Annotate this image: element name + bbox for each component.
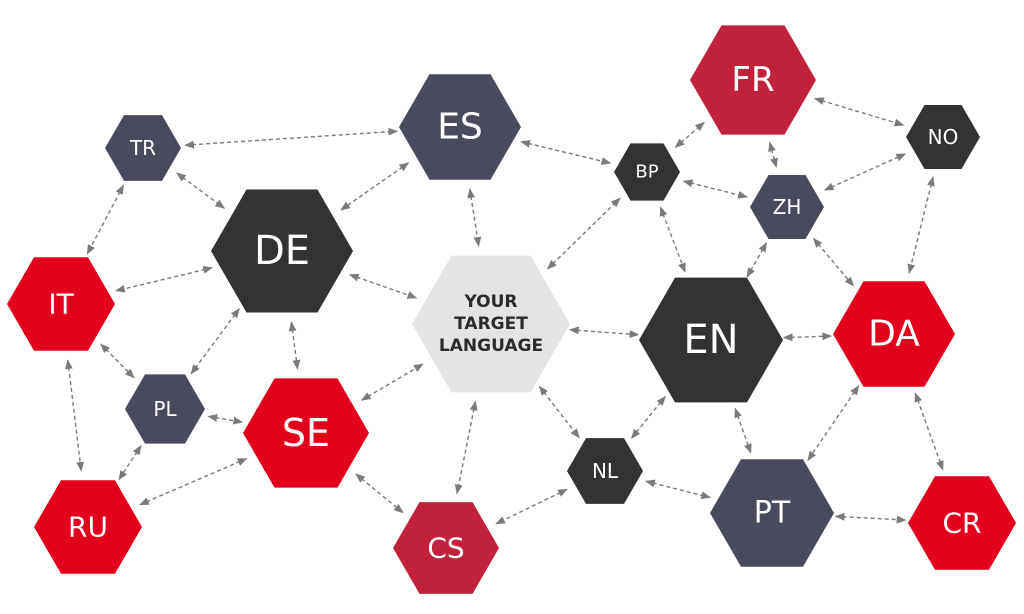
node-label: ES [437, 107, 483, 148]
hexagon-shape [833, 281, 955, 387]
arrow-it-ru [64, 359, 85, 472]
hexagon-shape [34, 480, 142, 574]
arrow-es-de [340, 162, 410, 211]
node-label: IT [48, 288, 74, 321]
hexagon-shape [908, 476, 1016, 570]
node-it: IT [7, 257, 115, 351]
node-label: SE [282, 411, 330, 455]
arrow-zh-en [746, 242, 768, 278]
arrow-tr-it [86, 184, 124, 255]
arrow-target-nl [538, 385, 580, 439]
node-label: YOUR [463, 292, 517, 312]
node-cs: CS [393, 502, 499, 594]
hexagon-shape [412, 255, 570, 393]
hexagon-shape [614, 143, 680, 201]
arrow-zh-no [823, 153, 907, 191]
hexagon-shape [105, 115, 181, 181]
arrow-se-cs [355, 473, 404, 514]
node-ru: RU [34, 480, 142, 574]
node-zh: ZH [750, 175, 824, 239]
arrow-da-pt [807, 385, 860, 462]
node-es: ES [399, 74, 521, 180]
arrow-nl-cs [495, 488, 568, 525]
hexagon-shape [243, 378, 369, 488]
connections [64, 97, 944, 525]
hexagon-shape [7, 257, 115, 351]
hexagon-shape [710, 459, 834, 567]
arrow-tr-de [176, 172, 226, 209]
arrow-de-pl [190, 307, 240, 375]
arrow-en-da [782, 332, 833, 342]
node-label: RU [68, 511, 108, 544]
arrow-bp-zh [682, 179, 748, 199]
hexagon-shape [393, 502, 499, 594]
arrow-target-cs [454, 400, 478, 495]
arrow-de-se [288, 321, 301, 370]
arrow-de-target [348, 273, 418, 299]
node-tr: TR [105, 115, 181, 181]
node-label: EN [683, 317, 738, 363]
arrow-es-bp [520, 139, 612, 165]
arrow-nl-pt [644, 479, 712, 500]
node-pl: PL [125, 374, 205, 444]
node-label: CS [427, 532, 464, 565]
arrow-pl-ru [118, 445, 142, 481]
node-en: EN [639, 277, 783, 403]
node-label: TR [129, 136, 156, 160]
node-label: FR [731, 60, 774, 100]
arrow-pt-cr [834, 512, 907, 524]
hexagon-shape [399, 74, 521, 180]
arrow-zh-da [812, 237, 855, 287]
node-label: CR [942, 507, 981, 540]
hexagon-shape [639, 277, 783, 403]
hexagon-shape [125, 374, 205, 444]
hexagon-shape [906, 105, 980, 169]
arrow-es-target [467, 188, 482, 247]
node-label: BP [635, 162, 658, 183]
node-label: PL [153, 397, 177, 421]
node-label: DE [254, 228, 310, 274]
hexagon-shape [567, 438, 643, 504]
hexagon-shape [690, 25, 816, 135]
arrow-fr-zh [768, 141, 778, 169]
node-label: NO [928, 125, 959, 149]
arrow-de-it [115, 266, 214, 293]
arrow-bp-en [659, 206, 686, 273]
node-label: ZH [773, 195, 802, 219]
node-da: DA [833, 281, 955, 387]
node-de: DE [211, 189, 353, 313]
node-se: SE [243, 378, 369, 488]
arrow-da-cr [914, 392, 944, 471]
node-pt: PT [710, 459, 834, 567]
arrow-se-target [360, 363, 424, 401]
arrow-fr-no [814, 97, 905, 127]
node-label: LANGUAGE [439, 336, 543, 356]
hexagon-shape [211, 189, 353, 313]
arrow-no-da [907, 176, 935, 274]
arrow-tr-es [184, 127, 399, 149]
node-fr: FR [690, 25, 816, 135]
arrow-en-nl [630, 395, 666, 439]
arrow-ru-se [139, 457, 248, 506]
node-label: NL [592, 459, 619, 483]
node-bp: BP [614, 143, 680, 201]
arrow-en-pt [734, 407, 752, 454]
node-label: PT [754, 496, 791, 531]
arrow-target-en [568, 326, 640, 338]
node-label: DA [868, 314, 920, 355]
arrow-pl-se [207, 413, 244, 425]
node-cr: CR [908, 476, 1016, 570]
arrow-it-pl [100, 343, 135, 379]
node-no: NO [906, 105, 980, 169]
node-label: TARGET [454, 314, 528, 334]
hexagon-shape [750, 175, 824, 239]
node-nl: NL [567, 438, 643, 504]
arrow-target-bp [546, 197, 621, 270]
arrow-bp-fr [674, 121, 705, 148]
